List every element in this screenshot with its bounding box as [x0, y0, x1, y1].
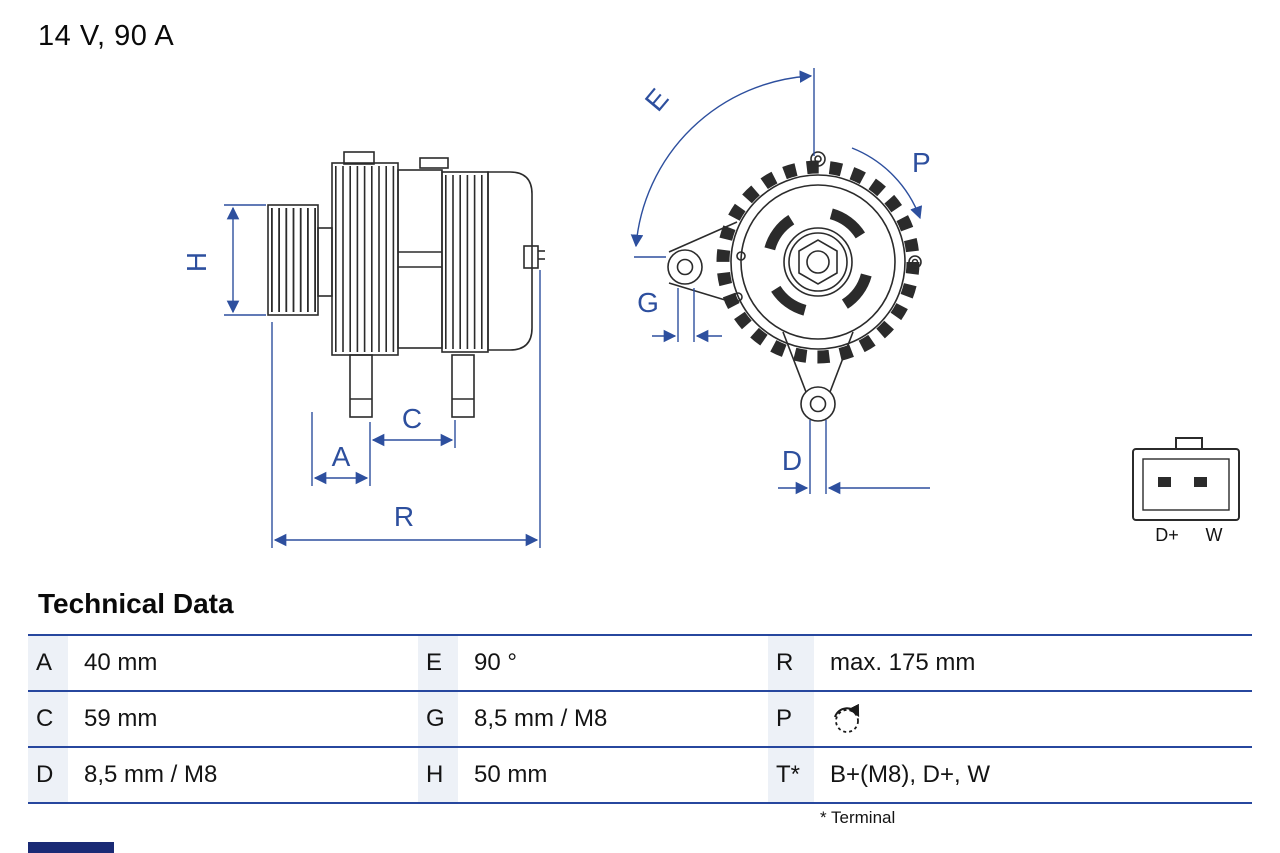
spec-key-g: G [418, 692, 458, 746]
spec-key-e: E [418, 636, 458, 690]
connector-pin-w [1194, 477, 1207, 487]
left-lug-hole [676, 258, 694, 276]
spec-key-t: T* [768, 748, 814, 802]
dimension-labels: H A C R E G D P [181, 83, 931, 532]
spec-key-h: H [418, 748, 458, 802]
rotation-direction-icon [834, 703, 860, 733]
shaft-center [806, 250, 830, 274]
right-tab-hole [911, 258, 919, 266]
spec-key-c: C [28, 692, 68, 746]
terminal-footnote: * Terminal [820, 808, 896, 827]
spec-value-h: 50 mm [474, 761, 548, 788]
alternator-side-view [267, 151, 545, 418]
technical-drawing: H A C R E G D P D+ W [181, 68, 1240, 548]
spec-key-a: A [28, 636, 68, 690]
spec-value-p [814, 692, 1252, 746]
logo-fragment [28, 842, 114, 853]
top-tab-hole [814, 155, 822, 163]
bottom-lug-edge [782, 331, 807, 393]
stator-band [397, 169, 443, 349]
spec-value-d: 8,5 mm / M8 [84, 761, 218, 788]
shaft-nut [798, 239, 838, 285]
left-lug-boss [667, 249, 703, 285]
table-row: C 59 mm G 8,5 mm / M8 P [28, 692, 1252, 748]
vent-slots [762, 206, 874, 318]
spec-value-c: 59 mm [84, 705, 158, 732]
connector-latch-tab [1175, 437, 1203, 450]
spec-value-g: 8,5 mm / M8 [474, 705, 608, 732]
dimension-label-c: C [402, 403, 422, 434]
ring-outline [740, 184, 896, 340]
dimension-label-p: P [912, 147, 931, 178]
dimension-label-e: E [639, 83, 675, 117]
left-lug-edge [668, 282, 736, 304]
bottom-lug-boss [800, 386, 836, 422]
dimension-label-a: A [332, 441, 351, 472]
drawing-canvas: H A C R E G D P D+ W [181, 68, 1240, 548]
dimension-label-r: R [394, 501, 414, 532]
top-ear [343, 151, 375, 165]
table-row: D 8,5 mm / M8 H 50 mm T* B+(M8), D+, W [28, 748, 1252, 804]
right-tab [908, 255, 922, 269]
connector-diagram [1132, 437, 1240, 521]
bottom-lug-edge [829, 331, 854, 393]
terminal-tab [523, 245, 539, 269]
rear-cover [487, 171, 533, 351]
connector-pin-dplus [1158, 477, 1171, 487]
hub-circle [783, 227, 853, 297]
connector-pin-dplus-label: D+ [1155, 525, 1179, 545]
connector-inner [1142, 458, 1230, 511]
rating-title: 14 V, 90 A [38, 20, 175, 52]
mounting-foot [349, 354, 373, 418]
technical-data-heading: Technical Data [38, 588, 234, 619]
dimension-label-h: H [181, 252, 212, 272]
spec-value-t: B+(M8), D+, W [830, 761, 991, 788]
dimension-label-d: D [782, 445, 802, 476]
top-ear [419, 157, 449, 169]
fan-tooth-ring [716, 160, 920, 364]
connector-pin-w-label: W [1206, 525, 1223, 545]
spec-key-r: R [768, 636, 814, 690]
technical-data-table: A 40 mm E 90 ° R max. 175 mm C 59 mm G 8… [28, 634, 1252, 804]
pulley-spacer [317, 227, 333, 297]
table-row: A 40 mm E 90 ° R max. 175 mm [28, 636, 1252, 692]
small-hole [733, 292, 743, 302]
alternator-front-view [667, 151, 922, 422]
spec-value-e: 90 ° [474, 649, 517, 676]
spec-value-a: 40 mm [84, 649, 158, 676]
spec-key-p: P [768, 692, 814, 746]
ring-outline [730, 174, 906, 350]
small-hole [736, 251, 746, 261]
spec-value-r: max. 175 mm [830, 649, 976, 676]
hub-circle [788, 232, 848, 292]
mounting-foot [451, 354, 475, 418]
spec-key-d: D [28, 748, 68, 802]
bottom-lug-hole [809, 395, 827, 413]
dimension-label-g: G [637, 287, 659, 318]
dimension-lines [224, 68, 930, 548]
technical-data-section: Technical Data A 40 mm E 90 ° R max. 175… [0, 588, 1280, 828]
